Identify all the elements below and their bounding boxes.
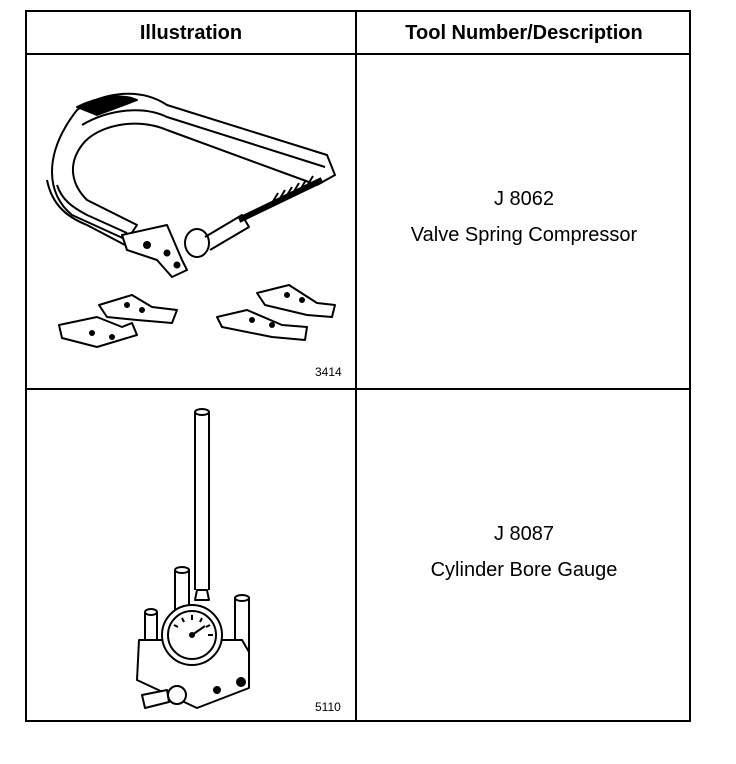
tool-table: Illustration Tool Number/Description: [25, 10, 691, 722]
tool-description: Valve Spring Compressor: [410, 224, 638, 246]
figure-number: 5110: [315, 700, 341, 714]
figure-number: 3414: [315, 365, 342, 379]
tool-number: J 8087: [493, 523, 555, 545]
cylinder-bore-gauge-illustration: [136, 408, 250, 709]
header-tool: Tool Number/Description: [405, 21, 643, 44]
column-divider: [355, 12, 357, 720]
row-divider: [27, 388, 689, 390]
header-divider: [27, 53, 689, 55]
tool-number: J 8062: [493, 188, 555, 210]
valve-spring-compressor-illustration: [46, 92, 336, 348]
header-illustration: Illustration: [139, 21, 243, 44]
tool-description: Cylinder Bore Gauge: [430, 559, 618, 581]
